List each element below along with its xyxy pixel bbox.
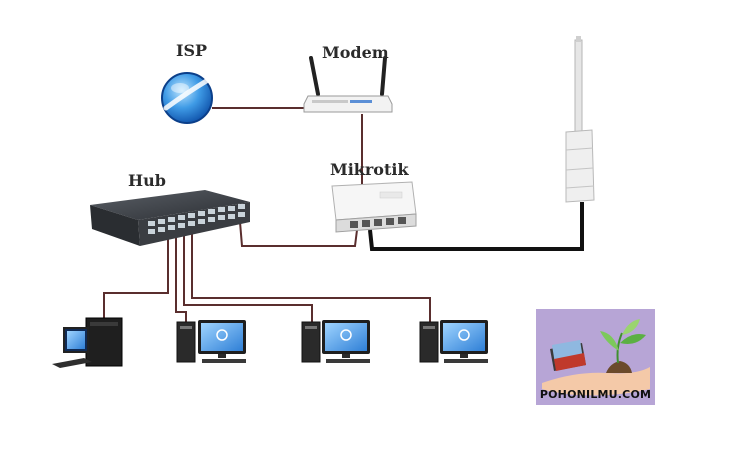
routerboard-icon (331, 181, 417, 233)
desktop-computer-icon (176, 320, 246, 363)
hub-label: Hub (128, 171, 166, 190)
book-plant-icon (542, 319, 650, 396)
site-logo: POHONILMU.COM (536, 309, 655, 405)
cables (103, 107, 431, 322)
desktop-computer-icon (419, 320, 488, 363)
hub-pc1-cable (103, 232, 169, 322)
mikrotik-antenna-cable (368, 202, 584, 251)
hub-mikrotik-cable (239, 221, 358, 247)
outdoor-antenna-icon (565, 36, 595, 203)
hub-pc2-cable (175, 232, 187, 322)
hub-pc3-cable (183, 232, 313, 322)
logo-text: POHONILMU.COM (539, 388, 652, 401)
wifi-router-icon (303, 56, 393, 113)
globe-icon (161, 72, 213, 124)
hub-pc4-cable (191, 232, 431, 322)
desktop-computer-icon (52, 317, 123, 368)
modem-label: Modem (322, 43, 389, 62)
mikrotik-label: Mikrotik (330, 160, 409, 179)
isp-label: ISP (176, 41, 208, 60)
network-switch-icon (90, 190, 250, 246)
desktop-computer-icon (301, 320, 370, 363)
